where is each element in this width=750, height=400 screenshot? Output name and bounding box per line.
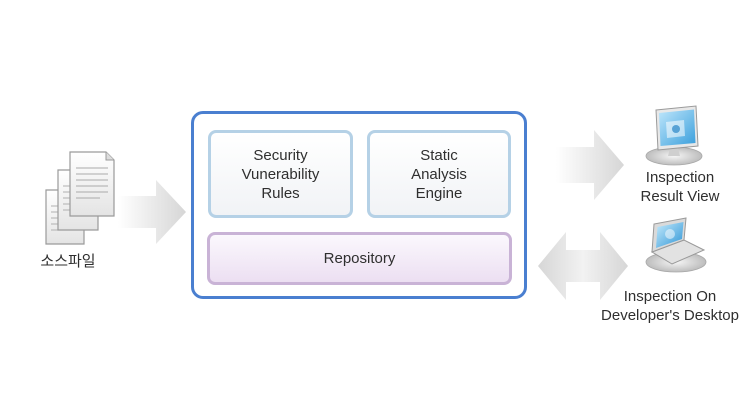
document-stack-icon	[45, 151, 115, 245]
static-analysis-engine-box: Static Analysis Engine	[367, 130, 511, 218]
source-files-label: 소스파일	[40, 253, 96, 270]
monitor-icon	[645, 105, 703, 166]
security-vulnerability-rules-box: Security Vunerability Rules	[208, 130, 353, 218]
laptop-icon	[645, 217, 707, 273]
inspection-result-view-label: Inspection Result View	[640, 169, 720, 205]
double-arrow-icon	[538, 232, 628, 300]
arrow-right-icon	[556, 130, 624, 200]
inspection-on-developers-desktop-label: Inspection On Developer's Desktop	[601, 288, 739, 324]
repository-box: Repository	[207, 232, 512, 285]
arrow-right-icon	[118, 180, 186, 244]
